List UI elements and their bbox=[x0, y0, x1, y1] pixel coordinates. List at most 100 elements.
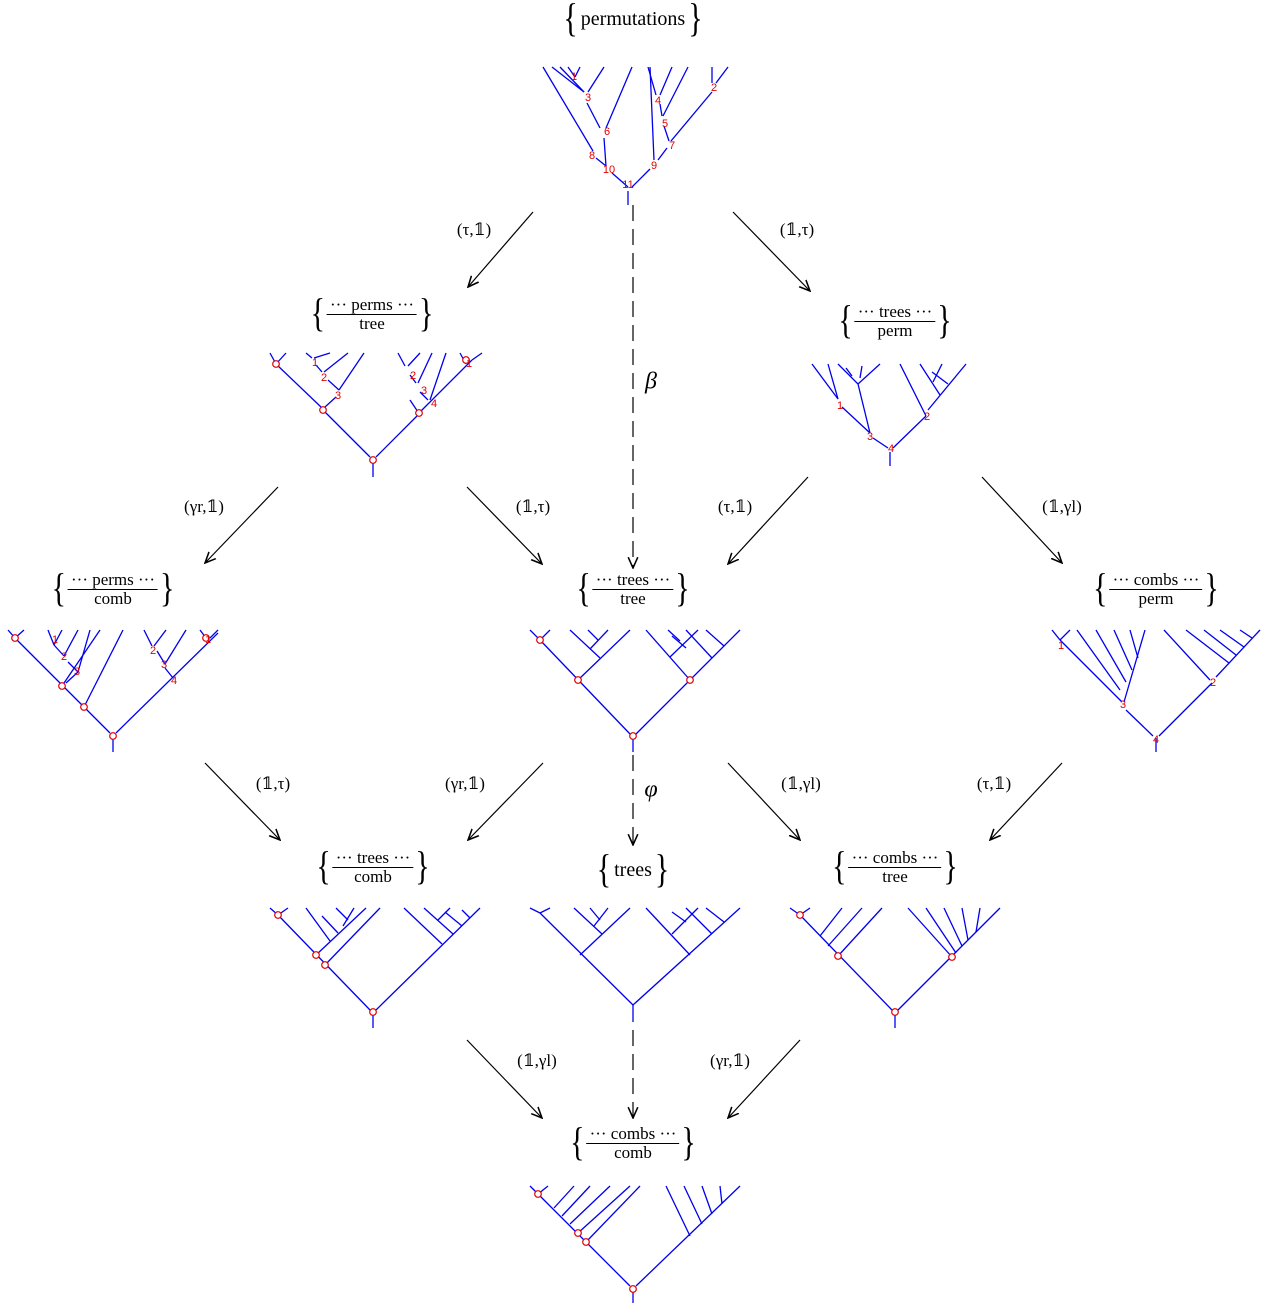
tree-label: 3 bbox=[335, 390, 341, 402]
node-permutations-label: permutations bbox=[580, 7, 686, 30]
arrow-label: (γr,𝟙) bbox=[184, 497, 224, 516]
fraction-numerator: ··· perms ··· bbox=[67, 571, 159, 590]
tree-combs-over-perm: 1 3 4 2 bbox=[1051, 629, 1261, 752]
fraction-numerator: ··· trees ··· bbox=[592, 571, 674, 590]
left-brace: { bbox=[51, 566, 66, 611]
arrow-label-beta: β bbox=[645, 368, 657, 395]
fraction-denominator: tree bbox=[359, 313, 385, 333]
fraction-denominator: comb bbox=[614, 1142, 652, 1162]
arrow-treestree-to-combstree bbox=[727, 762, 800, 840]
tree-plain-trees bbox=[529, 907, 741, 1022]
tree-combs-over-comb bbox=[529, 1185, 741, 1303]
tree-label: 10 bbox=[603, 164, 615, 176]
arrow-label: (τ,𝟙) bbox=[456, 220, 492, 239]
tree-label: 4 bbox=[888, 443, 894, 455]
fraction-denominator: tree bbox=[620, 588, 646, 608]
node-perms-over-comb: { ··· perms ··· comb } bbox=[51, 566, 175, 611]
arrow-label: (𝟙,γl) bbox=[781, 774, 821, 793]
node-trees-over-tree: { ··· trees ··· tree } bbox=[576, 566, 690, 611]
fraction-numerator: ··· perms ··· bbox=[326, 296, 418, 315]
fraction: ··· combs ··· tree bbox=[848, 849, 942, 886]
fraction: ··· trees ··· comb bbox=[332, 849, 414, 886]
fraction-numerator: ··· combs ··· bbox=[848, 849, 942, 868]
arrow-label: (𝟙,τ) bbox=[779, 220, 815, 239]
tree-label: 2 bbox=[150, 645, 156, 657]
node-trees-over-comb: { ··· trees ··· comb } bbox=[316, 844, 430, 889]
arrow-label: (γr,𝟙) bbox=[710, 1051, 750, 1070]
node-trees-over-perm: { ··· trees ··· perm } bbox=[838, 298, 952, 343]
arrow-treesperm-to-combsperm bbox=[981, 476, 1062, 563]
tree-label: 2 bbox=[711, 82, 717, 94]
arrow-treestree-to-treescomb bbox=[468, 762, 544, 840]
left-brace: { bbox=[310, 291, 325, 336]
right-brace: } bbox=[415, 844, 430, 889]
left-brace: { bbox=[832, 844, 847, 889]
right-brace: } bbox=[943, 844, 958, 889]
tree-trees-over-tree bbox=[529, 629, 741, 752]
fraction: ··· trees ··· tree bbox=[592, 571, 674, 608]
right-brace: } bbox=[675, 566, 690, 611]
tree-label: 1 bbox=[466, 358, 472, 370]
arrows bbox=[205, 205, 1062, 1118]
right-brace: } bbox=[681, 1120, 696, 1165]
right-brace: } bbox=[1204, 566, 1219, 611]
tree-label: 3 bbox=[867, 431, 873, 443]
tree-label: 2 bbox=[61, 651, 67, 663]
tree-label: 3 bbox=[585, 92, 591, 104]
left-brace: { bbox=[838, 298, 853, 343]
tree-label: 1 bbox=[1058, 640, 1064, 652]
tree-label: 1 bbox=[52, 634, 58, 646]
right-brace: } bbox=[937, 298, 952, 343]
node-trees: { trees } bbox=[597, 849, 670, 890]
tree-label: 9 bbox=[651, 160, 657, 172]
fraction: ··· combs ··· perm bbox=[1109, 571, 1203, 608]
node-combs-over-tree: { ··· combs ··· tree } bbox=[832, 844, 958, 889]
right-brace: } bbox=[419, 291, 434, 336]
fraction: ··· trees ··· perm bbox=[854, 303, 936, 340]
tree-label: 1 bbox=[571, 71, 577, 83]
tree-combs-over-tree bbox=[789, 907, 1001, 1028]
arrow-permstree-to-permscomb bbox=[205, 486, 279, 563]
fraction-numerator: ··· combs ··· bbox=[1109, 571, 1203, 590]
tree-label: 8 bbox=[589, 150, 595, 162]
tree-label: 3 bbox=[74, 666, 80, 678]
fraction-denominator: comb bbox=[94, 588, 132, 608]
fraction: ··· perms ··· tree bbox=[326, 296, 418, 333]
arrow-label: (𝟙,γl) bbox=[1042, 497, 1082, 516]
arrow-treesperm-to-treestree bbox=[728, 476, 809, 564]
arrow-permscomb-to-treescomb bbox=[204, 762, 280, 840]
tree-label: 2 bbox=[924, 411, 930, 423]
tree-label: 2 bbox=[321, 372, 327, 384]
fraction-numerator: ··· trees ··· bbox=[854, 303, 936, 322]
tree-trees-over-comb bbox=[269, 907, 481, 1028]
tree-trees-over-perm: 1 3 4 2 bbox=[811, 363, 967, 466]
tree-label: 3 bbox=[421, 385, 427, 397]
arrow-label-phi: φ bbox=[644, 776, 658, 803]
fraction-numerator: ··· trees ··· bbox=[332, 849, 414, 868]
fraction-denominator: perm bbox=[1138, 588, 1174, 608]
arrow-label: (𝟙,γl) bbox=[517, 1051, 557, 1070]
tree-label: 1 bbox=[837, 400, 843, 412]
fraction-denominator: tree bbox=[882, 866, 908, 886]
node-combs-over-comb: { ··· combs ··· comb } bbox=[570, 1120, 696, 1165]
tree-label: 4 bbox=[655, 95, 661, 107]
arrow-label: (𝟙,τ) bbox=[515, 497, 551, 516]
arrow-combsperm-to-combstree bbox=[990, 762, 1063, 840]
tree-label: 4 bbox=[1153, 734, 1159, 746]
arrow-label: (γr,𝟙) bbox=[445, 774, 485, 793]
tree-label: 1 bbox=[312, 357, 318, 369]
fraction: ··· combs ··· comb bbox=[586, 1125, 680, 1162]
tree-perms-over-comb: 1 2 3 2 3 4 1 bbox=[7, 629, 219, 752]
tree-label: 5 bbox=[662, 118, 668, 130]
arrow-treescomb-to-combscomb bbox=[466, 1039, 542, 1118]
arrow-permstree-to-treestree bbox=[466, 486, 542, 564]
fraction-numerator: ··· combs ··· bbox=[586, 1125, 680, 1144]
left-brace: { bbox=[316, 844, 331, 889]
tree-label: 3 bbox=[161, 659, 167, 671]
arrow-label: (τ,𝟙) bbox=[717, 497, 753, 516]
right-brace: } bbox=[654, 847, 670, 892]
node-combs-over-perm: { ··· combs ··· perm } bbox=[1093, 566, 1219, 611]
node-trees-label: trees bbox=[614, 858, 652, 881]
left-brace: { bbox=[576, 566, 591, 611]
